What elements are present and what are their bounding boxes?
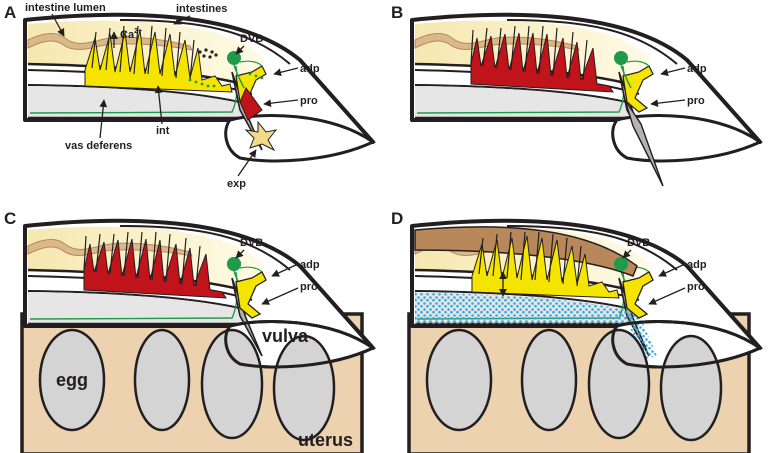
panel-b-letter: B [391,3,403,22]
label-exp: exp [227,178,246,190]
egg-3 [587,328,651,440]
calcium-dots [198,48,218,59]
label-adp: adp [687,259,707,271]
label-adp: adp [300,63,320,75]
eggs [38,328,336,442]
label-dvb: DVB [240,33,263,45]
label-dvb: DVB [627,237,650,249]
green-dots [188,72,264,88]
panel-b: B adp pro [391,3,762,187]
label-pro: pro [300,95,318,107]
panel-c-letter: C [4,209,16,228]
panel-d: D DVB adp pro [391,209,763,453]
pro-muscle [239,86,263,121]
label-pro: pro [300,281,318,293]
egg-4 [659,334,723,442]
label-pro: pro [687,281,705,293]
label-egg: egg [56,370,88,390]
panel-a-letter: A [4,3,16,22]
panel-c: C DVB adp pro vulva egg uterus [4,209,376,453]
egg-4 [272,334,336,442]
label-adp: adp [300,259,320,271]
label-intestine-lumen: intestine lumen [25,2,106,14]
label-int: int [156,125,170,137]
label-pro: pro [687,95,705,107]
eggs [425,328,723,442]
label-vas-deferens: vas deferens [65,140,132,152]
sperm-vas [415,293,633,324]
label-calcium: Ca2+ [120,28,142,41]
panel-d-letter: D [391,209,403,228]
label-vulva: vulva [262,326,309,346]
label-uterus: uterus [298,430,353,450]
label-intestines: intestines [176,3,227,15]
label-dvb: DVB [240,237,263,249]
egg-3 [200,328,264,440]
muscle-spikes [91,25,195,81]
spicule-protracted [624,99,664,187]
label-adp: adp [687,63,707,75]
egg-2 [520,328,578,432]
egg-1 [38,328,106,432]
panel-a: A intestine lumen intestines Ca2+ DVB ad… [4,2,375,190]
egg-1 [425,328,493,432]
exp-muscle [244,120,278,152]
egg-2 [133,328,191,432]
